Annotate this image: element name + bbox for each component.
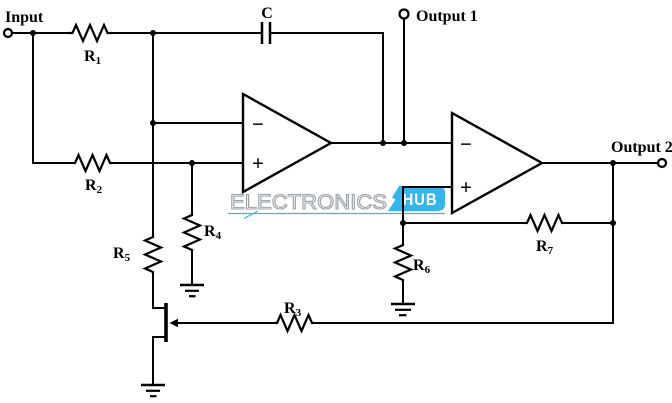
junction-dot: [30, 30, 36, 36]
input-label: Input: [5, 9, 44, 26]
opamp-2-minus-sign: −: [460, 132, 472, 156]
junction-dot: [150, 30, 156, 36]
junction-dot: [189, 160, 195, 166]
junction-dot: [400, 220, 406, 226]
resistor-r1-label: R1: [84, 48, 101, 67]
labels: Input Output 1 Output 2 C R1 R2 R3 R4 R5…: [5, 5, 672, 319]
capacitor-c: [260, 22, 272, 44]
ground-icon-r4: [180, 283, 204, 298]
resistor-r4-label: R4: [204, 223, 222, 242]
junction-dot: [610, 220, 616, 226]
junction-dot: [401, 140, 407, 146]
junction-dot: [610, 160, 616, 166]
resistor-r4: [181, 213, 203, 252]
ground-symbols: [141, 283, 415, 398]
resistor-r3: [275, 312, 314, 334]
watermark-badge-text: HUB: [403, 190, 438, 209]
junction-dot: [380, 140, 386, 146]
wire-r3-to-output2-node: [314, 163, 614, 324]
wire-input-branch-to-r2: [32, 33, 73, 164]
output2-label: Output 2: [611, 139, 672, 156]
jfet-q1: [164, 303, 178, 342]
resistor-r5: [142, 235, 164, 274]
opamp-1-minus-sign: −: [252, 112, 264, 136]
watermark: ELECTRONICS HUB: [228, 186, 445, 220]
resistor-r6: [392, 243, 414, 282]
junction-dots: [30, 30, 616, 226]
watermark-brand-text: ELECTRONICS: [230, 191, 387, 214]
opamp-2-plus-sign: +: [460, 175, 472, 199]
output1-terminal: [398, 8, 410, 20]
resistor-r3-label: R3: [284, 300, 302, 319]
junction-dot: [150, 120, 156, 126]
ground-icon-jfet-source: [141, 383, 165, 398]
output1-label: Output 1: [416, 8, 478, 25]
opamp-2: − +: [450, 110, 545, 216]
resistor-r1: [68, 22, 112, 44]
resistor-r6-label: R6: [413, 257, 431, 276]
resistors: [68, 22, 564, 334]
wires: [12, 18, 658, 384]
opamp-1: − +: [241, 91, 334, 195]
capacitor-label: C: [261, 5, 273, 22]
resistor-r2-label: R2: [85, 177, 103, 196]
opamp-1-body: [241, 91, 334, 195]
wire-r5-to-jfet-drain: [152, 274, 166, 309]
wire-jfet-source-to-ground: [152, 336, 166, 384]
resistor-r2: [73, 152, 112, 174]
opamp-2-body: [450, 110, 545, 216]
wire-capacitor-to-opamp1-output: [270, 32, 384, 143]
resistor-r5-label: R5: [113, 245, 131, 264]
output2-terminal: [656, 157, 668, 169]
jfet-gate-arrow-icon: [169, 318, 178, 328]
terminals: [2, 8, 668, 169]
resistor-r7: [525, 212, 564, 234]
resistor-r7-label: R7: [536, 238, 554, 257]
opamp-1-plus-sign: +: [252, 151, 264, 175]
input-terminal: [2, 27, 14, 39]
ground-icon-r6: [391, 302, 415, 317]
watermark-underline-tick: [243, 210, 259, 220]
